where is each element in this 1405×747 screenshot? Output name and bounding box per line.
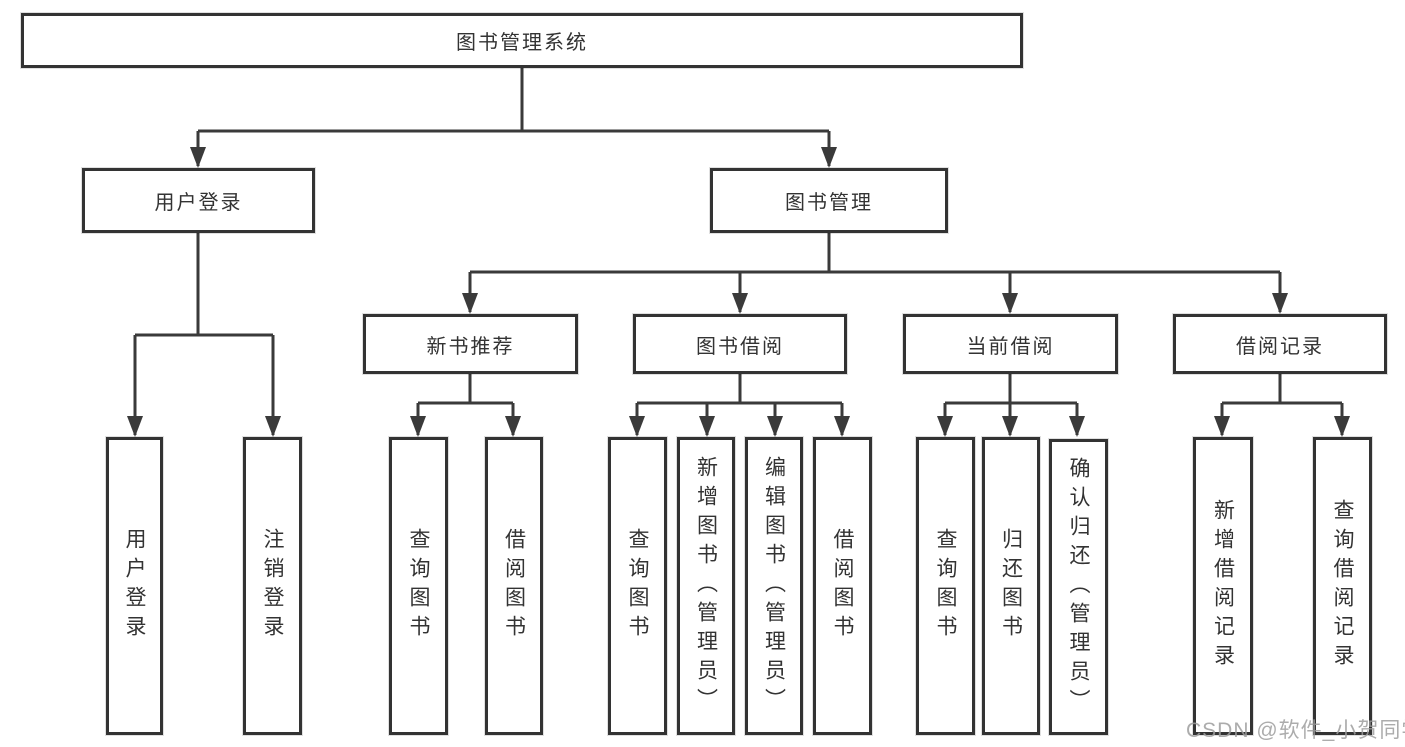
leaf-current-query-books: 查询图书	[916, 437, 975, 735]
leaf-borrowing-query-books: 查询图书	[608, 437, 667, 735]
node-book-management: 图书管理	[710, 168, 948, 233]
arrowhead	[265, 416, 281, 437]
arrowhead	[1272, 293, 1288, 314]
arrowhead	[127, 416, 143, 437]
leaf-borrowing-edit-books-admin: 编辑图书（管理员）	[745, 437, 803, 735]
arrowhead	[1069, 416, 1085, 437]
node-book-borrowing: 图书借阅	[633, 314, 847, 374]
leaf-records-query-record: 查询借阅记录	[1313, 437, 1372, 735]
arrowhead	[699, 416, 715, 437]
leaf-borrowing-add-books-admin: 新增图书（管理员）	[677, 437, 735, 735]
leaf-logout: 注销登录	[243, 437, 302, 735]
arrowhead	[1002, 293, 1018, 314]
edge-user-login-to-leaves	[133, 233, 275, 435]
arrowhead	[937, 416, 953, 437]
arrowhead	[821, 147, 837, 168]
leaf-user-login: 用户登录	[106, 437, 163, 735]
node-borrow-records: 借阅记录	[1173, 314, 1387, 374]
node-root: 图书管理系统	[21, 13, 1023, 68]
arrowhead	[629, 416, 645, 437]
edge-root-to-level2	[196, 68, 831, 166]
edge-borrowing-to-leaves	[635, 374, 844, 435]
leaf-current-return-books: 归还图书	[982, 437, 1040, 735]
leaf-records-add-record: 新增借阅记录	[1193, 437, 1253, 735]
edge-records-to-leaves	[1220, 374, 1344, 435]
arrowhead	[410, 416, 426, 437]
leaf-current-confirm-return-admin: 确认归还（管理员）	[1049, 439, 1108, 735]
arrowhead	[834, 416, 850, 437]
arrowhead	[767, 416, 783, 437]
node-new-book-recommend: 新书推荐	[363, 314, 578, 374]
leaf-borrowing-borrow-books: 借阅图书	[813, 437, 872, 735]
watermark: CSDN @软件_小贺同学	[1186, 719, 1405, 742]
arrowhead	[190, 147, 206, 168]
arrowhead	[1002, 416, 1018, 437]
leaf-recommend-query-books: 查询图书	[389, 437, 448, 735]
arrowhead	[1334, 416, 1350, 437]
node-current-borrowing: 当前借阅	[903, 314, 1118, 374]
edge-book-mgmt-to-level3	[468, 233, 1282, 312]
arrowhead	[732, 293, 748, 314]
node-user-login: 用户登录	[82, 168, 315, 233]
arrowhead	[505, 416, 521, 437]
arrowhead	[462, 293, 478, 314]
arrowhead	[1214, 416, 1230, 437]
leaf-recommend-borrow-books: 借阅图书	[485, 437, 543, 735]
edge-recommend-to-leaves	[416, 374, 515, 435]
